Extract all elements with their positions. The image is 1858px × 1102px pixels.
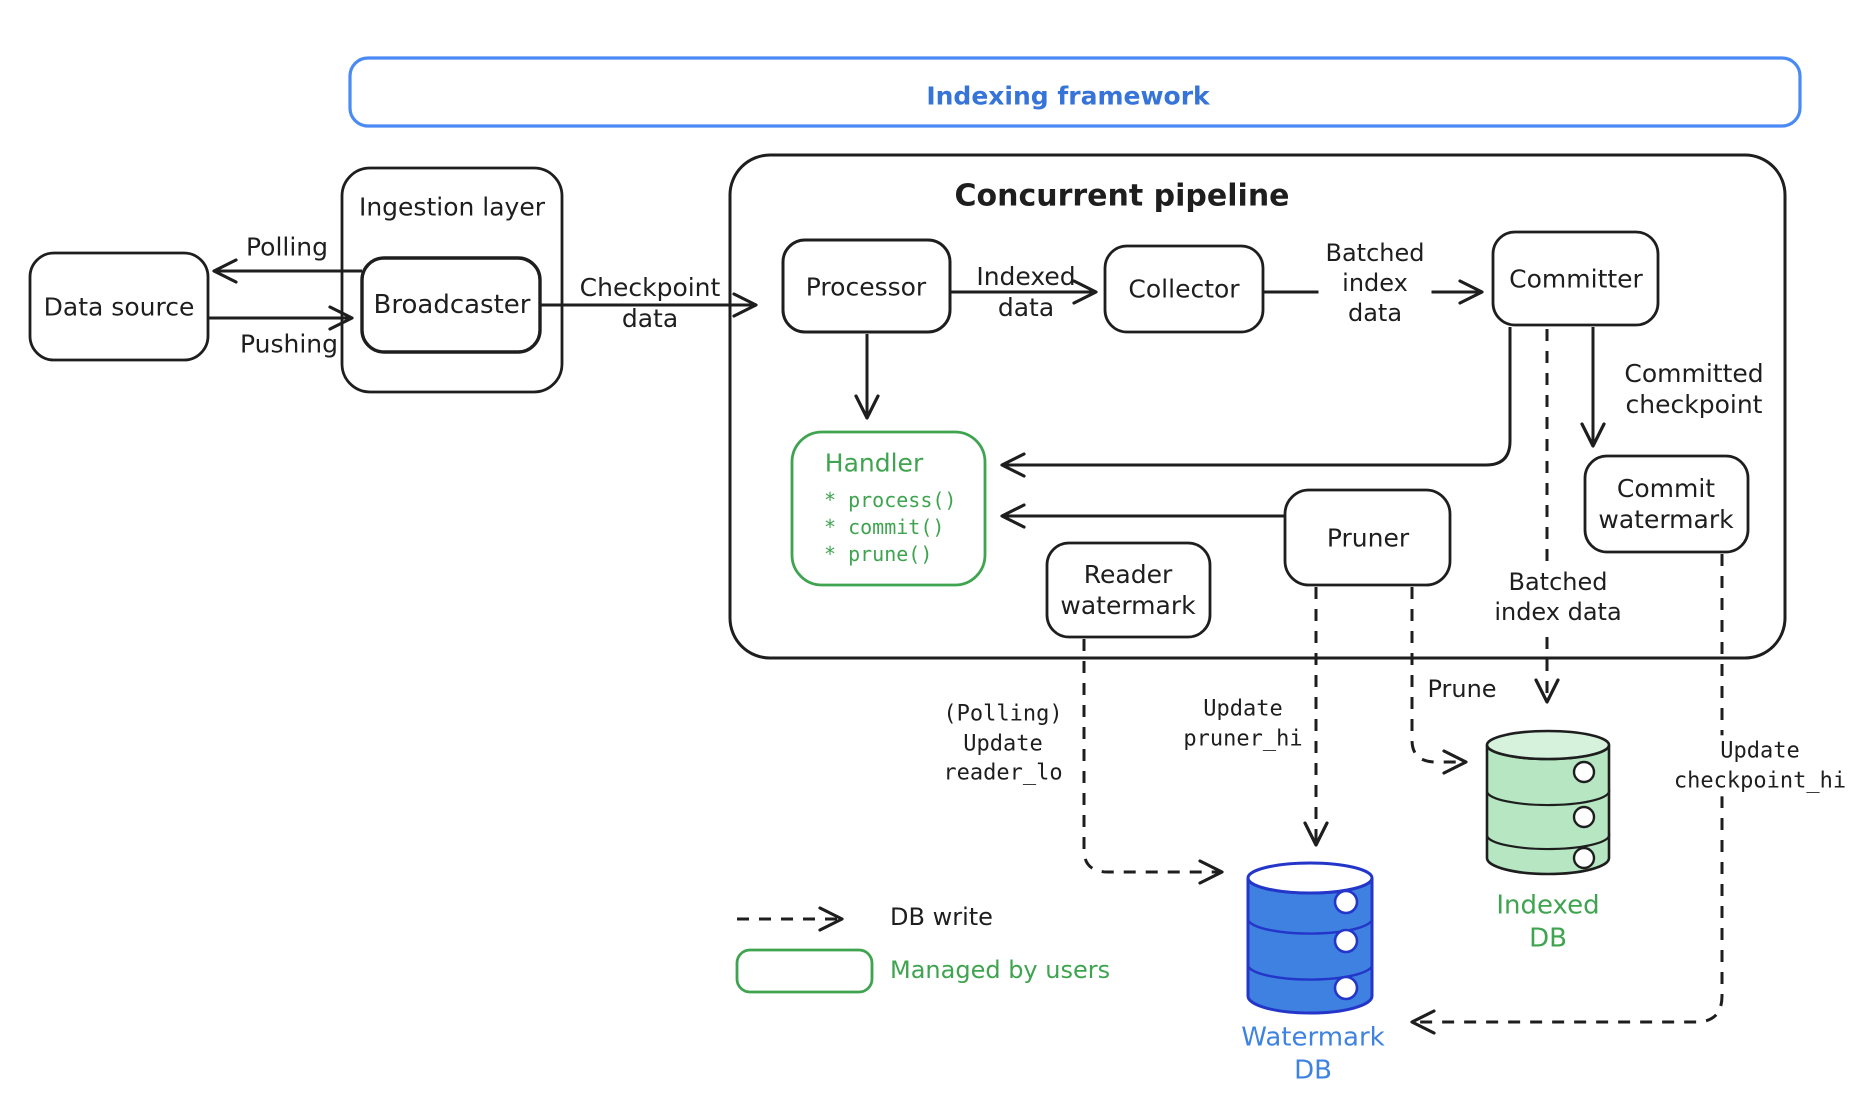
polling-label: Polling <box>245 232 329 262</box>
indexed-data-label: Indexed data <box>976 261 1076 322</box>
handler-title: Handler <box>824 448 924 478</box>
indexed-db-label: Indexed DB <box>1496 890 1600 954</box>
pipeline-title: Concurrent pipeline <box>954 178 1290 214</box>
processor-box <box>781 238 952 334</box>
pruner-box <box>1283 488 1452 587</box>
data-source-box <box>28 251 210 362</box>
batched-index-data-bottom-label: Batched index data <box>1487 566 1629 628</box>
handler-method-commit: * commit() <box>824 515 945 539</box>
handler-method-prune: * prune() <box>824 542 933 566</box>
framework-title: Indexing framework <box>926 81 1210 111</box>
legend-db-write-label: DB write <box>890 903 993 931</box>
handler-method-process: * process() <box>824 488 957 512</box>
handler-box <box>790 430 987 587</box>
data-source-label: Data source <box>43 292 195 322</box>
checkpoint-hi-to-watermark-db-arrow <box>1410 554 1724 1035</box>
concurrent-pipeline-box <box>728 153 1787 660</box>
indexed-db-cylinder <box>1485 729 1611 876</box>
ingestion-layer-label: Ingestion layer <box>358 192 546 222</box>
handler-method-list: * process() * commit() * prune() <box>824 487 956 568</box>
collector-label: Collector <box>1128 274 1240 304</box>
pushing-label: Pushing <box>239 329 339 359</box>
batched-index-data-top-label: Batched index data <box>1318 237 1432 329</box>
broadcaster-label: Broadcaster <box>373 289 531 320</box>
committed-checkpoint-label: Committed checkpoint <box>1624 358 1764 419</box>
legend-managed-by-users-label: Managed by users <box>890 956 1111 984</box>
reader-to-watermark-db-arrow <box>1082 639 1224 885</box>
commit-watermark-box <box>1583 454 1750 554</box>
committer-to-handler-arrow <box>1000 327 1512 478</box>
update-checkpoint-hi-label: Update checkpoint_hi <box>1666 735 1854 797</box>
update-pruner-hi-label: Update pruner_hi <box>1183 696 1303 751</box>
polling-update-reader-lo-label: (Polling) Update reader_lo <box>943 701 1063 786</box>
committer-box <box>1491 230 1660 327</box>
ingestion-layer-box <box>340 166 564 394</box>
pruner-label: Pruner <box>1326 523 1410 553</box>
committer-label: Committer <box>1509 264 1643 294</box>
commit-watermark-label: Commit watermark <box>1598 473 1734 534</box>
reader-watermark-label: Reader watermark <box>1060 559 1196 620</box>
reader-watermark-box <box>1045 541 1212 639</box>
collector-box <box>1103 244 1265 334</box>
legend-managed-box <box>735 948 874 994</box>
watermark-db-cylinder <box>1246 861 1374 1015</box>
watermark-db-label: Watermark DB <box>1241 1022 1385 1086</box>
indexing-framework-box <box>348 56 1802 128</box>
processor-label: Processor <box>805 272 927 302</box>
prune-label: Prune <box>1427 675 1497 703</box>
checkpoint-data-label: Checkpoint data <box>579 272 721 333</box>
